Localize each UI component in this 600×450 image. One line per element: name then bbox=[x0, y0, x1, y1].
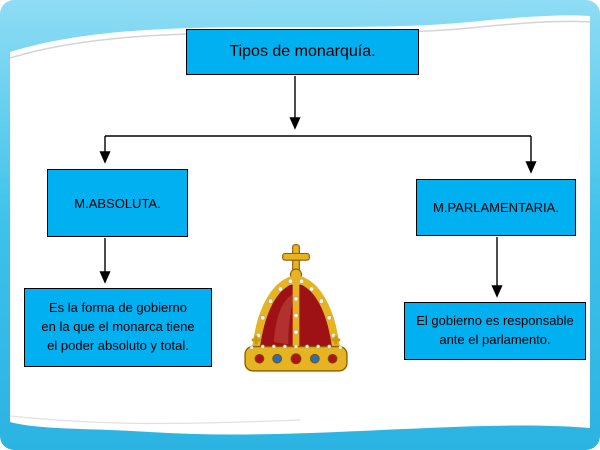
branch-box-parlamentaria: M.PARLAMENTARIA. bbox=[416, 179, 576, 236]
description-parlamentaria: El gobierno es responsable ante el parla… bbox=[416, 313, 574, 347]
branch-box-absoluta: M.ABSOLUTA. bbox=[47, 169, 188, 237]
description-box-absoluta: Es la forma de gobierno en la que el mon… bbox=[24, 288, 212, 367]
diagram-title: Tipos de monarquía. bbox=[229, 43, 376, 60]
branch-label-absoluta: M.ABSOLUTA. bbox=[74, 195, 161, 211]
crown-image bbox=[228, 238, 364, 382]
diagram-title-box: Tipos de monarquía. bbox=[186, 29, 419, 75]
description-absoluta: Es la forma de gobierno en la que el mon… bbox=[41, 300, 195, 353]
branch-label-parlamentaria: M.PARLAMENTARIA. bbox=[433, 200, 559, 215]
description-box-parlamentaria: El gobierno es responsable ante el parla… bbox=[404, 302, 586, 360]
